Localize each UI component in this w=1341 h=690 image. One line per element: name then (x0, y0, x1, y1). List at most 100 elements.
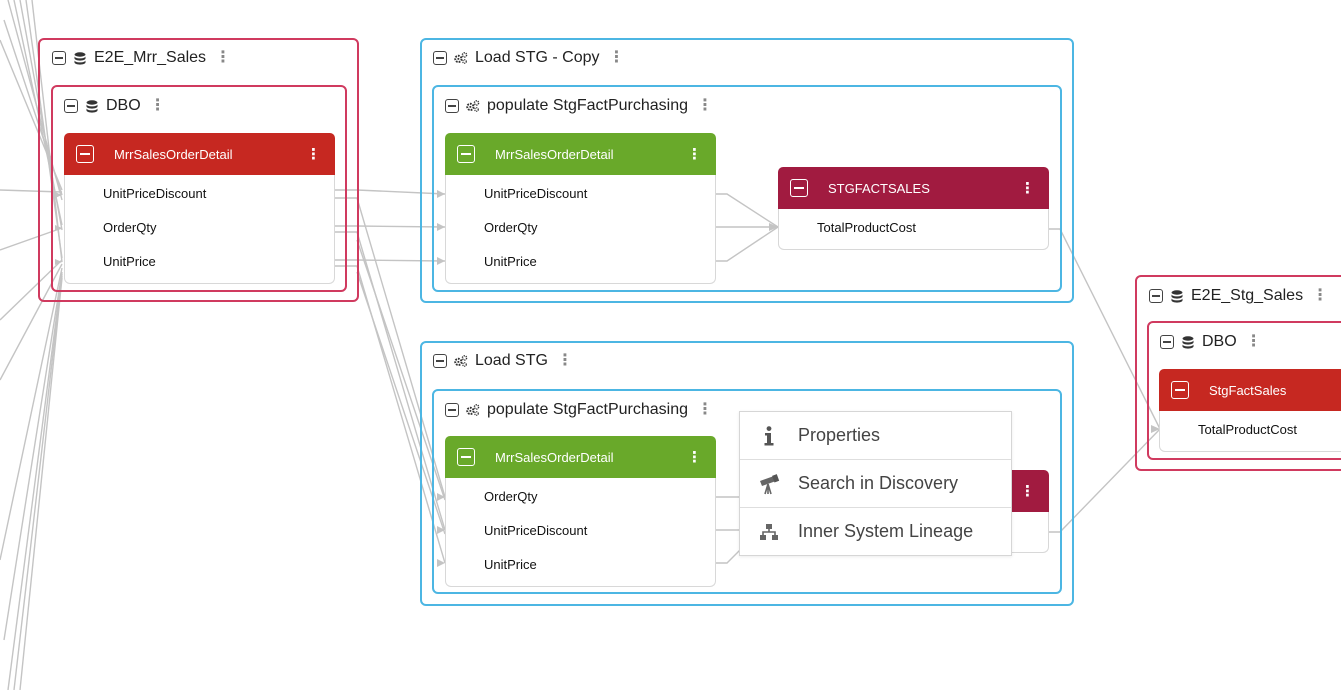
schema-title: DBO (106, 97, 141, 114)
process-header: Load STG - Copy ⋮ (433, 49, 627, 67)
more-options-button[interactable]: ⋮ (697, 97, 714, 114)
column-row[interactable]: OrderQty (484, 489, 538, 504)
process-header: populate StgFactPurchasing ⋮ (445, 97, 715, 115)
table-stg-fact-sales[interactable]: StgFactSales TotalProductCost (1159, 369, 1341, 452)
menu-item-properties[interactable]: Properties (740, 412, 1011, 460)
arrowhead (437, 257, 445, 265)
collapse-button[interactable] (64, 99, 78, 113)
column-row[interactable]: TotalProductCost (1198, 422, 1297, 437)
column-list: UnitPriceDiscount OrderQty UnitPrice (445, 175, 716, 284)
gears-icon (466, 403, 480, 417)
database-icon (1181, 335, 1195, 349)
more-options-button[interactable]: ⋮ (1245, 333, 1262, 350)
collapse-button[interactable] (433, 354, 447, 368)
database-icon (73, 51, 87, 65)
table-name: MrrSalesOrderDetail (114, 146, 233, 162)
column-row[interactable]: UnitPriceDiscount (484, 186, 588, 201)
process-group-load-stg-copy[interactable] (420, 38, 1074, 303)
wire-in-13 (3, 271, 63, 641)
collapse-button[interactable] (433, 51, 447, 65)
collapse-button[interactable] (790, 179, 808, 197)
more-options-button[interactable]: ⋮ (697, 401, 714, 418)
table-header[interactable]: STGFACTSALES ⋮ (778, 167, 1049, 209)
table-stg-source[interactable]: MrrSalesOrderDetail ⋮ OrderQty UnitPrice… (445, 436, 716, 587)
more-options-button[interactable]: ⋮ (306, 146, 321, 163)
process-header: populate StgFactPurchasing ⋮ (445, 401, 715, 419)
column-row[interactable]: UnitPriceDiscount (103, 186, 207, 201)
wire-in-12 (0, 267, 63, 561)
wire-in-7 (31, 0, 63, 263)
more-options-button[interactable]: ⋮ (215, 49, 232, 66)
process-group-populate[interactable] (432, 389, 1062, 594)
more-options-button[interactable]: ⋮ (687, 146, 702, 163)
menu-item-inner-system-lineage[interactable]: Inner System Lineage (740, 508, 1011, 555)
wire-in-16 (19, 277, 63, 690)
column-list: TotalProductCost (778, 209, 1049, 250)
column-list: UnitPriceDiscount OrderQty UnitPrice (64, 175, 335, 284)
table-stgfactsales[interactable]: STGFACTSALES ⋮ TotalProductCost (778, 167, 1049, 250)
more-options-button[interactable]: ⋮ (1312, 287, 1329, 304)
more-options-button[interactable]: ⋮ (149, 97, 166, 114)
collapse-button[interactable] (457, 448, 475, 466)
database-group-stg-sales[interactable] (1135, 275, 1341, 471)
database-header-mrr-sales: E2E_Mrr_Sales ⋮ (52, 49, 233, 67)
column-row[interactable]: OrderQty (103, 220, 157, 235)
wire-etl-6 (712, 549, 741, 564)
arrowhead (55, 225, 62, 231)
column-row[interactable]: UnitPrice (103, 254, 156, 269)
process-group-load-stg[interactable] (420, 341, 1074, 606)
table-header[interactable]: MrrSalesOrderDetail ⋮ (445, 133, 716, 175)
schema-header: DBO ⋮ (1160, 333, 1264, 351)
table-header[interactable]: MrrSalesOrderDetail ⋮ (64, 133, 335, 175)
collapse-button[interactable] (457, 145, 475, 163)
process-group-populate[interactable] (432, 85, 1062, 292)
database-header-stg-sales: E2E_Stg_Sales ⋮ (1149, 287, 1330, 305)
gears-icon (454, 354, 468, 368)
collapse-button[interactable] (1160, 335, 1174, 349)
menu-item-label: Properties (798, 425, 881, 445)
wire-in-14 (7, 273, 63, 690)
menu-item-label: Search in Discovery (798, 473, 959, 493)
process-title: Load STG (475, 352, 548, 369)
column-row[interactable]: UnitPriceDiscount (484, 523, 588, 538)
table-name: MrrSalesOrderDetail (495, 146, 614, 162)
arrowhead (55, 259, 62, 265)
collapse-button[interactable] (1149, 289, 1163, 303)
schema-title: DBO (1202, 333, 1237, 350)
database-group-mrr-sales[interactable] (38, 38, 359, 302)
collapse-button[interactable] (52, 51, 66, 65)
schema-group-stg-dbo[interactable] (1147, 321, 1341, 460)
hierarchy-icon (740, 523, 798, 541)
menu-item-search-in-discovery[interactable]: Search in Discovery (740, 460, 1011, 508)
collapse-button[interactable] (445, 99, 459, 113)
telescope-icon (740, 473, 798, 495)
column-list: TotalProductCost (1159, 411, 1341, 452)
table-header[interactable]: MrrSalesOrderDetail ⋮ (445, 436, 716, 478)
more-options-button[interactable]: ⋮ (1020, 483, 1035, 500)
more-options-button[interactable]: ⋮ (1020, 180, 1035, 197)
more-options-button[interactable]: ⋮ (687, 449, 702, 466)
collapse-button[interactable] (445, 403, 459, 417)
arrowhead (1151, 425, 1160, 433)
more-options-button[interactable]: ⋮ (556, 352, 573, 369)
gears-icon (454, 51, 468, 65)
process-header: Load STG ⋮ (433, 352, 575, 370)
more-options-button[interactable]: ⋮ (608, 49, 625, 66)
column-row[interactable]: OrderQty (484, 220, 538, 235)
column-list: OrderQty UnitPriceDiscount UnitPrice (445, 478, 716, 587)
database-icon (85, 99, 99, 113)
table-mrr-sales-order-detail[interactable]: MrrSalesOrderDetail ⋮ UnitPriceDiscount … (64, 133, 335, 284)
schema-group-mrr-dbo[interactable] (51, 85, 347, 292)
database-title: E2E_Stg_Sales (1191, 287, 1304, 304)
collapse-button[interactable] (1171, 381, 1189, 399)
table-header[interactable]: StgFactSales (1159, 369, 1341, 411)
column-row[interactable]: UnitPrice (484, 254, 537, 269)
database-title: E2E_Mrr_Sales (94, 49, 207, 66)
menu-item-label: Inner System Lineage (798, 521, 974, 541)
collapse-button[interactable] (76, 145, 94, 163)
arrowhead (437, 190, 445, 198)
table-name: STGFACTSALES (828, 180, 930, 196)
column-row[interactable]: TotalProductCost (817, 220, 916, 235)
column-row[interactable]: UnitPrice (484, 557, 537, 572)
table-copy-source[interactable]: MrrSalesOrderDetail ⋮ UnitPriceDiscount … (445, 133, 716, 284)
